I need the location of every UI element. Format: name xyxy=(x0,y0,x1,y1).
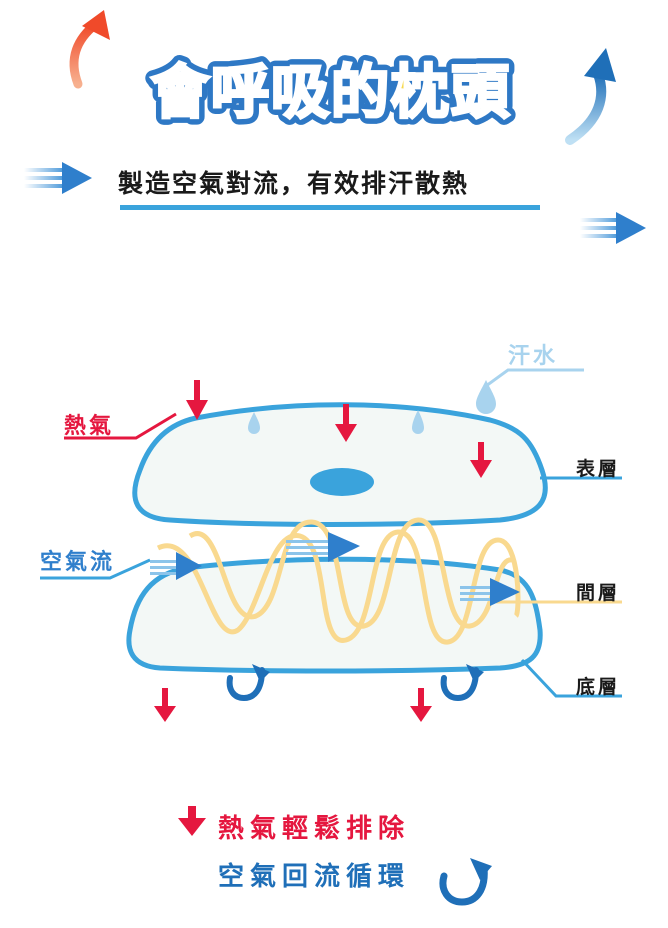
orange-curved-arrow-icon xyxy=(69,10,110,89)
heat-release-arrow-icon xyxy=(410,688,432,722)
legend-heat-release: 熱氣輕鬆排除 xyxy=(218,814,411,844)
sweat-label: 汗水 xyxy=(508,344,559,369)
airflow-label: 空氣流 xyxy=(40,550,116,575)
airflow-arrow-icon xyxy=(460,578,520,606)
top-layer-shape xyxy=(132,402,548,527)
heat-release-arrow-icon xyxy=(154,688,176,722)
middle-layer-label: 間層 xyxy=(576,582,621,604)
middle-layer-wave xyxy=(156,529,521,645)
heat-arrow-icon xyxy=(186,380,208,420)
airflow-arrow-icon xyxy=(286,532,360,562)
heat-arrow-icon xyxy=(335,404,357,442)
top-layer-hole xyxy=(310,468,374,496)
blue-curved-arrow-icon xyxy=(565,48,616,145)
speed-arrow-icon xyxy=(24,162,92,194)
bottom-layer-shape xyxy=(126,556,543,674)
water-drop-icon xyxy=(412,410,424,434)
page-title-outline: 會呼吸的枕頭 xyxy=(151,58,511,126)
legend-circulation-icon xyxy=(439,858,492,906)
water-drop-icon xyxy=(248,412,260,434)
subtitle-divider xyxy=(120,205,540,210)
top-layer-label: 表層 xyxy=(576,458,621,480)
speed-arrow-icon xyxy=(580,212,646,244)
airflow-arrow-icon xyxy=(150,552,202,580)
page-title: 會呼吸的枕頭 會呼吸的枕頭 xyxy=(144,51,516,133)
airflow-leader-line xyxy=(40,558,151,580)
bottom-layer-leader-line xyxy=(520,658,622,698)
heat-label: 熱氣 xyxy=(64,414,115,439)
sweat-drop-icon xyxy=(476,380,496,414)
heat-arrow-icon xyxy=(470,442,492,478)
circulation-arrow-icon xyxy=(226,664,270,702)
subtitle: 製造空氣對流，有效排汗散熱 xyxy=(118,169,470,198)
legend-red-arrow-icon xyxy=(178,806,206,836)
middle-layer-wave xyxy=(188,517,513,629)
bottom-layer-label: 底層 xyxy=(576,676,621,698)
circulation-arrow-icon xyxy=(440,664,484,702)
sweat-leader-line xyxy=(485,368,584,388)
heat-leader-line xyxy=(64,412,177,440)
legend-air-circulation: 空氣回流循環 xyxy=(218,862,411,892)
page-title-text: 會呼吸的枕頭 xyxy=(151,58,511,126)
